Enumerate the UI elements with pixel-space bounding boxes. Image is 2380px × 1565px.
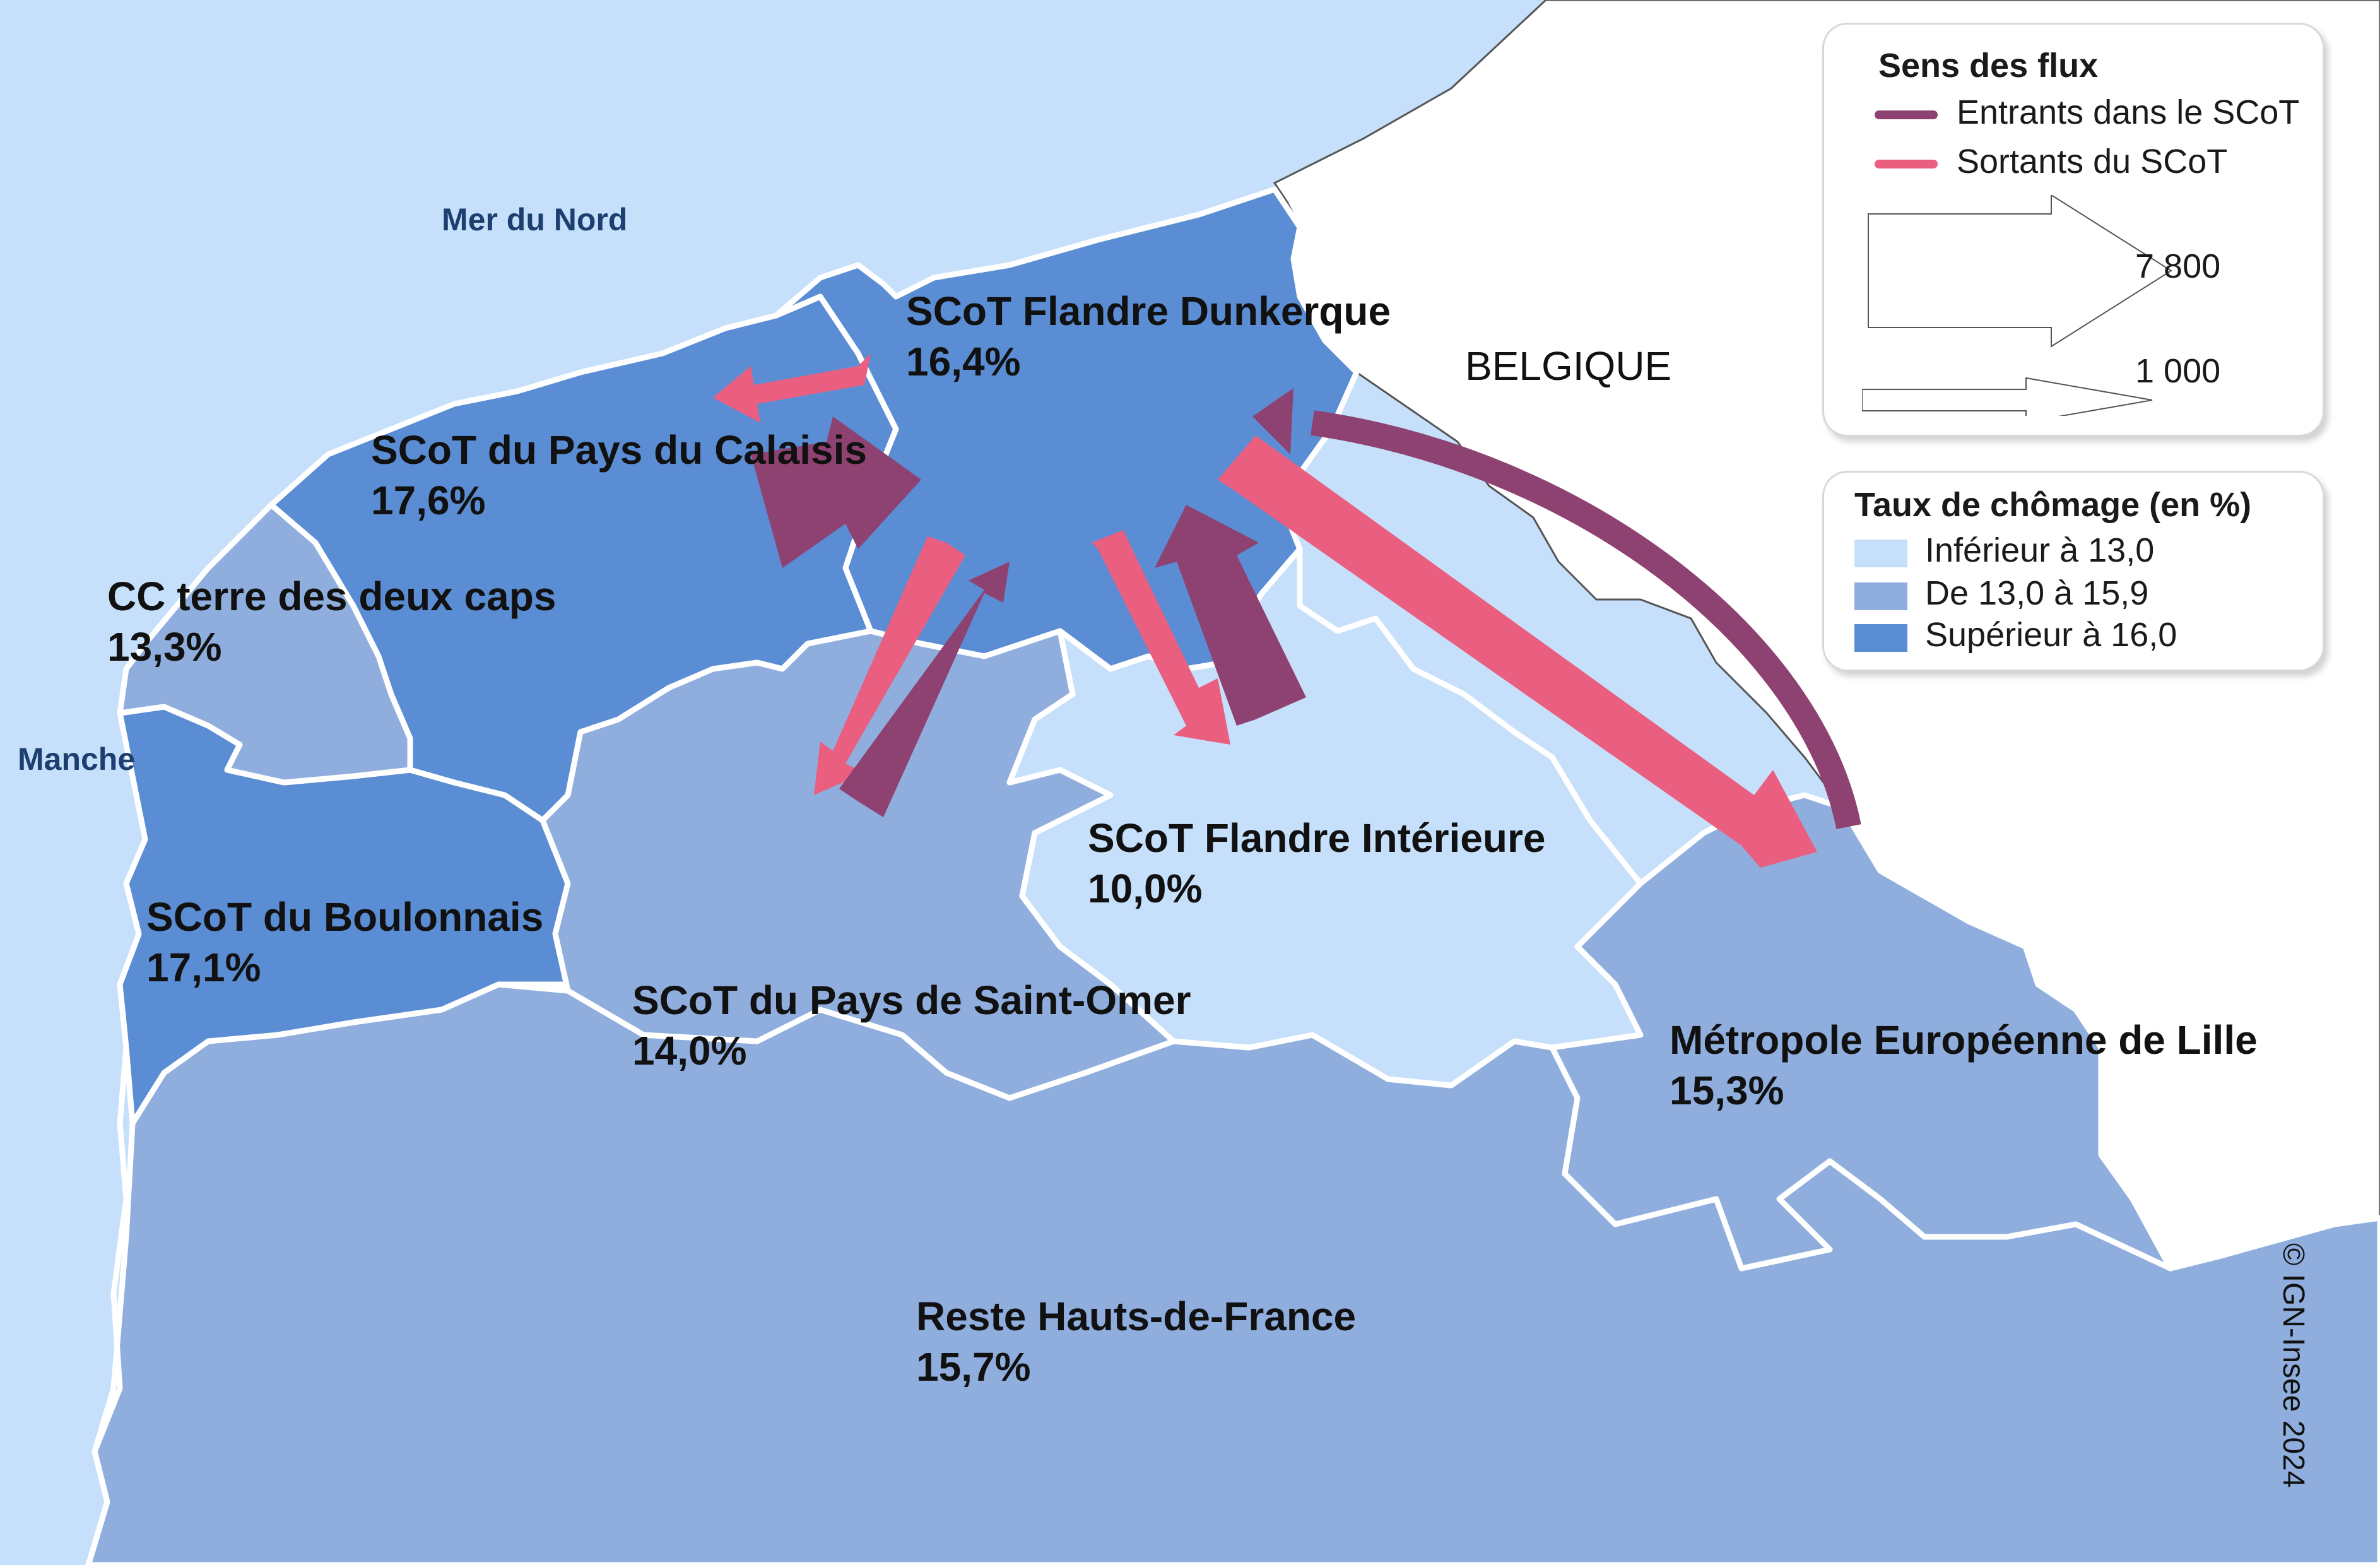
flow-outflow-flandre-interieure (1092, 530, 1230, 745)
flow-inflow-lille-curve (1311, 410, 1861, 829)
territory-name-metropole-lille: Métropole Européenne de Lille (1670, 1017, 2258, 1063)
territory-rate-calaisis: 17,6% (371, 478, 485, 523)
label-belgique: BELGIQUE (1465, 343, 1671, 389)
territory-name-reste-hauts-de-france: Reste Hauts-de-France (916, 1294, 1356, 1339)
territory-rate-boulonnais: 17,1% (146, 945, 261, 990)
legend-size-large-arrow (1868, 195, 2172, 348)
legend-inflow-label: Entrants dans le SCoT (1957, 93, 2300, 131)
flow-outflow-calaisis (713, 353, 871, 423)
legend-size-small-arrow (1862, 377, 2153, 416)
legend-inflow-swatch (1875, 110, 1938, 119)
territory-rate-flandre-interieure: 10,0% (1088, 866, 1202, 911)
territory-name-calaisis: SCoT du Pays du Calaisis (371, 427, 867, 473)
legend-rate-low-swatch (1854, 540, 1907, 567)
legend-rate-low-label: Inférieur à 13,0 (1925, 531, 2155, 569)
flow-inflow-lille-head (1252, 388, 1293, 454)
territory-rate-reste-hauts-de-france: 15,7% (916, 1344, 1030, 1390)
flow-outflow-saint-omer (814, 536, 965, 795)
territory-rate-terre-des-deux-caps: 13,3% (107, 624, 221, 670)
label-mer-du-nord: Mer du Nord (442, 202, 627, 237)
copyright-note: © IGN-Insee 2024 (2277, 1243, 2310, 1488)
territory-name-flandre-interieure: SCoT Flandre Intérieure (1088, 815, 1545, 861)
territory-metropole-lille (1549, 792, 2174, 1272)
legend-rate-mid-swatch (1854, 582, 1907, 610)
label-manche: Manche (18, 741, 135, 777)
legend-rate-high-label: Supérieur à 16,0 (1925, 616, 2177, 654)
legend-size-large-label: 7 800 (2135, 247, 2221, 285)
flow-outflow-lille (1218, 435, 1817, 868)
territory-name-flandre-dunkerque: SCoT Flandre Dunkerque (906, 288, 1391, 334)
legend-flow-sizes (1862, 195, 2172, 416)
flow-inflow-saint-omer (839, 562, 1010, 817)
flow-inflow-flandre-interieure (1155, 505, 1306, 726)
legend-outflow-swatch (1875, 160, 1938, 168)
legend-flows: Sens des flux Entrants dans le SCoT Sort… (1822, 23, 2324, 437)
legend-rates-title: Taux de chômage (en %) (1854, 486, 2252, 524)
territory-name-terre-des-deux-caps: CC terre des deux caps (107, 574, 556, 619)
coastline-south (85, 1047, 129, 1565)
territory-rate-metropole-lille: 15,3% (1670, 1068, 1784, 1113)
territory-rate-saint-omer: 14,0% (632, 1028, 746, 1073)
legend-flows-title: Sens des flux (1878, 47, 2099, 85)
legend-size-small-label: 1 000 (2135, 352, 2221, 390)
territory-name-boulonnais: SCoT du Boulonnais (146, 894, 543, 940)
flow-inflow-calaisis (751, 416, 921, 568)
territory-name-saint-omer: SCoT du Pays de Saint-Omer (632, 977, 1191, 1023)
territory-rate-flandre-dunkerque: 16,4% (906, 339, 1020, 384)
legend-rate-high-swatch (1854, 624, 1907, 652)
legend-outflow-label: Sortants du SCoT (1957, 143, 2228, 180)
legend-rate-mid-label: De 13,0 à 15,9 (1925, 574, 2149, 612)
legend-rates: Taux de chômage (en %) Inférieur à 13,0 … (1822, 471, 2324, 671)
